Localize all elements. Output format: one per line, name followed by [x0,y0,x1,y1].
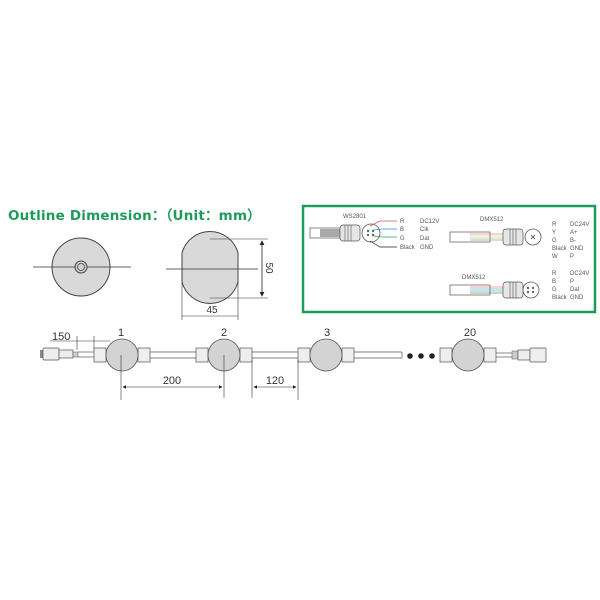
width-dimension-label: 45 [206,305,218,316]
pin-signal: Clk [420,227,430,233]
ellipsis-dot [407,353,413,359]
pin-wire: Black [552,246,568,252]
side-view: 50 45 [166,231,274,320]
pin-wire: G [400,236,405,242]
page-title: Outline Dimension：（Unit：mm） [8,208,261,224]
ellipsis-dot [418,353,424,359]
pin-wire: Y [552,230,556,236]
pin-signal: P [570,279,574,285]
pin-signal: GND [570,295,584,301]
pin-wire: G [552,287,557,293]
dmx512-4pin-connector: DMX512 R DC24V B P G Dat Black GND [449,271,589,301]
pin-wire: B [400,227,404,233]
pixel-node: 1 [93,327,151,372]
lead-length-label: 150 [52,331,70,343]
pin-signal: Dat [570,287,580,293]
wiring-box: WS2801 R DC12V B Clk G Dat Black GND DM [301,204,597,314]
pin-wire: R [552,222,557,228]
pin-signal: Dat [420,236,430,242]
pin-signal: P [570,254,574,260]
dmx512-5pin-connector: DMX512 ✕ R DC24V Y A+ G B- Black GND W P [449,217,589,260]
node-number: 1 [118,327,124,339]
pin-signal: GND [570,246,584,252]
pin-layout-icon: ✕ [530,233,537,242]
front-view [33,237,131,297]
pin-wire: R [400,219,405,225]
pitch-label: 200 [163,375,181,387]
pixel-chain: 150 1 2 3 [40,327,547,400]
ellipsis-dot [429,353,435,359]
pin-wire: Black [400,245,416,251]
ws2801-connector: WS2801 R DC12V B Clk G Dat Black GND [309,214,439,251]
pin-wire: R [552,271,557,277]
dmx512-label: DMX512 [462,275,486,281]
pin-signal: B- [570,238,576,244]
pin-signal: DC24V [570,271,589,277]
dmx512-label: DMX512 [480,217,504,223]
pin-wire: G [552,238,557,244]
pin-signal: DC24V [570,222,589,228]
pin-wire: W [552,254,558,260]
height-dimension-label: 50 [263,262,274,274]
pin-wire: B [552,279,556,285]
gap-label: 120 [266,375,284,387]
pin-signal: A+ [570,230,578,236]
pixel-node: 20 [439,327,497,372]
pin-signal: DC12V [420,219,439,225]
node-number: 3 [324,327,330,339]
pin-wire: Black [552,295,568,301]
node-number: 2 [221,327,227,339]
pin-signal: GND [420,245,434,251]
ws2801-label: WS2801 [343,214,367,220]
node-number: 20 [464,327,476,339]
pixel-node: 3 [297,327,355,372]
